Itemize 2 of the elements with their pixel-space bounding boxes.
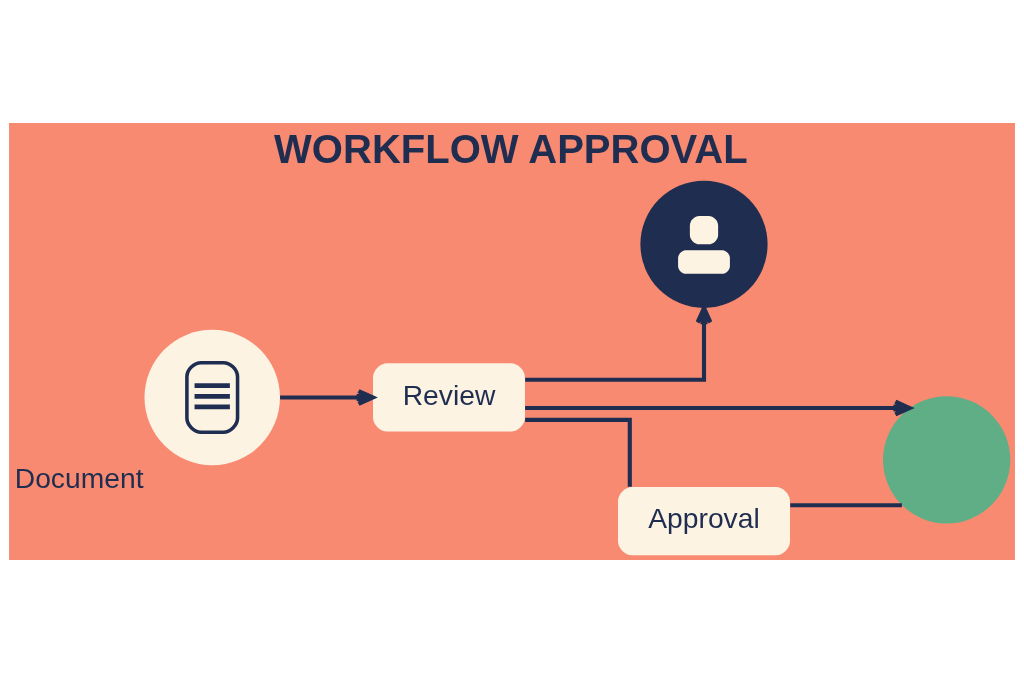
diagram-title: WORKFLOW APPROVAL (274, 127, 748, 172)
node-label: Document (14, 461, 144, 494)
